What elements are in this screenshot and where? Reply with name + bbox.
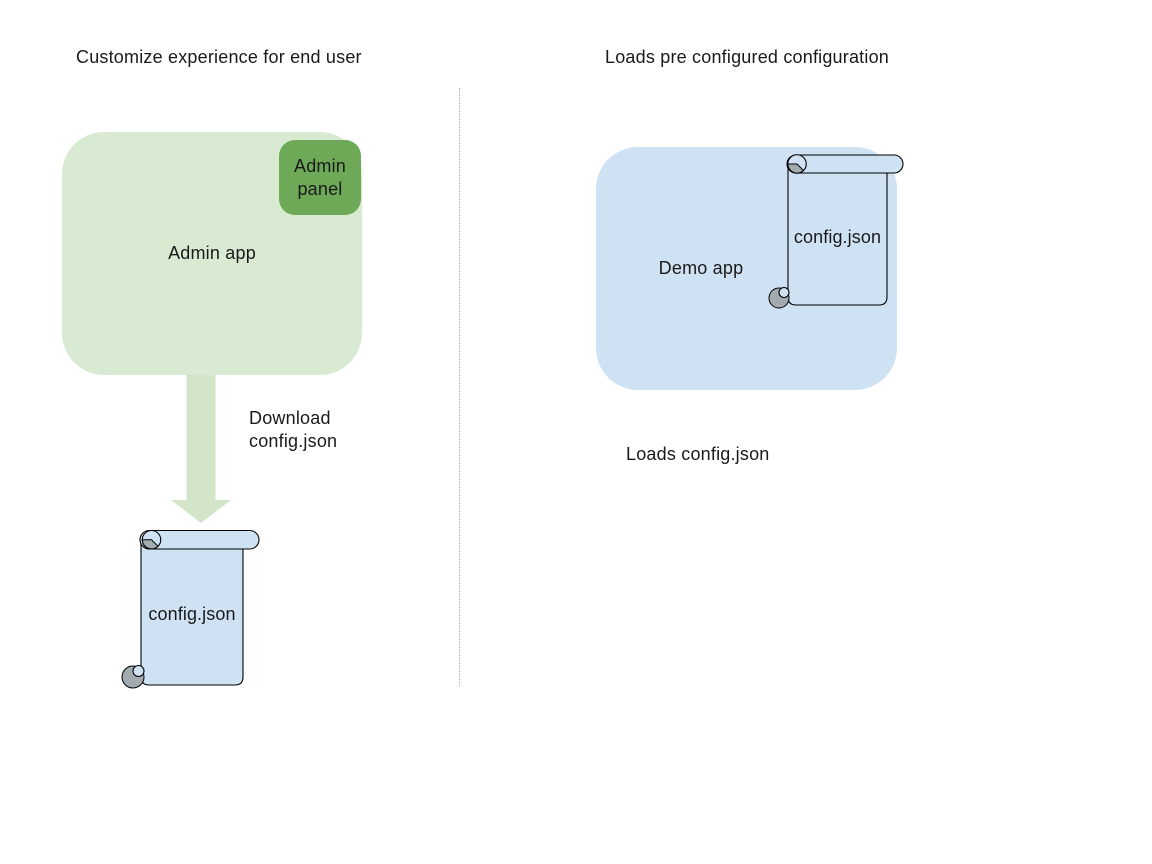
right-section-title: Loads pre configured configuration xyxy=(605,47,889,67)
config-file-label: config.json xyxy=(793,227,882,247)
admin-app-label: Admin app xyxy=(168,243,256,263)
download-arrow-label: Download config.json xyxy=(249,408,338,451)
download-arrow-icon xyxy=(171,375,231,523)
left-section-title: Customize experience for end user xyxy=(76,47,362,67)
config-file-scroll: config.json xyxy=(120,526,265,696)
scroll-icon xyxy=(768,154,904,309)
scroll-icon xyxy=(121,529,260,689)
config-file-label: config.json xyxy=(148,604,236,624)
config-file-scroll: config.json xyxy=(766,151,911,313)
admin-panel-label: Admin panel xyxy=(293,155,347,199)
admin-panel-box: Admin panel xyxy=(279,140,361,215)
section-divider-line xyxy=(459,88,460,686)
admin-app-box: Admin app Admin panel xyxy=(62,132,362,375)
demo-app-label: Demo app xyxy=(658,258,744,278)
loads-config-caption: Loads config.json xyxy=(626,444,770,464)
